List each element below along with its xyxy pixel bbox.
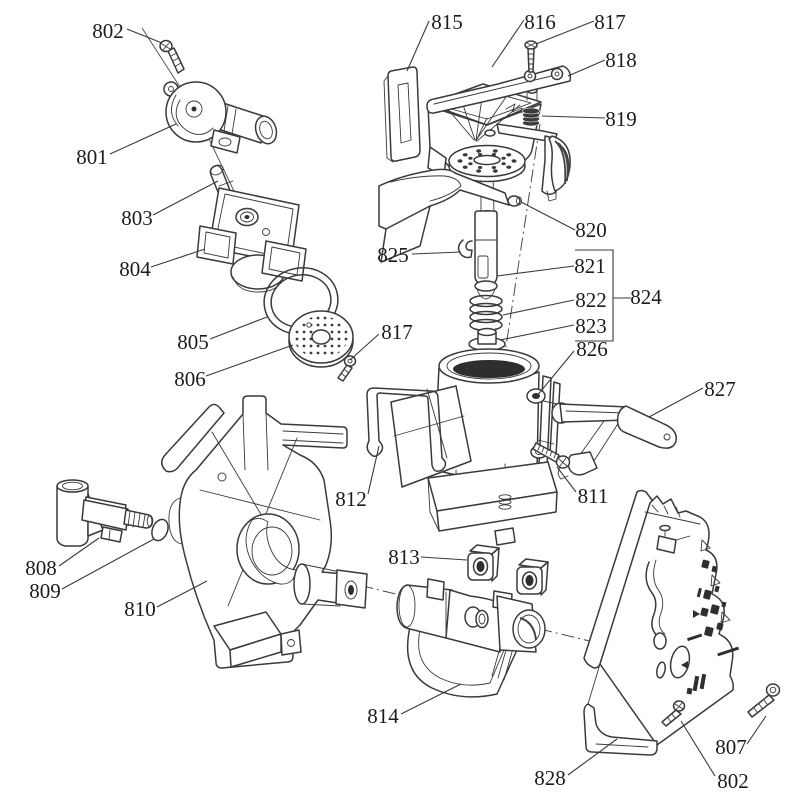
- leader-line-810: [156, 580, 208, 608]
- screw-811: [532, 442, 571, 469]
- part-label-823: 823: [575, 314, 607, 338]
- piston-821: [474, 210, 498, 300]
- wire-clip-812: [366, 387, 447, 472]
- part-label-820: 820: [575, 218, 607, 242]
- spring-819: [505, 103, 540, 127]
- leader-line-807: [746, 715, 767, 745]
- leader-line-821: [496, 265, 575, 277]
- leader-line-808: [58, 537, 100, 567]
- leader-line-801: [109, 123, 177, 155]
- filter-disc-806: [288, 310, 354, 368]
- shower-screen-holes: [457, 149, 517, 173]
- embossed-markings: [681, 559, 740, 695]
- shower-screen-disc: [448, 144, 526, 216]
- part-label-821: 821: [574, 254, 606, 278]
- leader-line-814: [400, 683, 462, 715]
- part-label-804: 804: [119, 257, 151, 281]
- part-label-806: 806: [174, 367, 206, 391]
- part-label-813: 813: [388, 545, 420, 569]
- valve-808: [56, 479, 154, 547]
- part-label-818: 818: [605, 48, 637, 72]
- part-label-807: 807: [715, 735, 747, 759]
- leader-line-825: [411, 251, 462, 255]
- brew-chamber-826: [390, 348, 561, 546]
- leader-line-802-top: [126, 28, 163, 44]
- bracket-824-main: [575, 249, 614, 342]
- leader-line-811: [556, 466, 577, 493]
- frame-plate-810: [161, 395, 368, 669]
- leader-line-816: [491, 19, 525, 68]
- frame-foot-828: [583, 703, 658, 756]
- part-label-815: 815: [431, 10, 463, 34]
- o-ring-809: [151, 518, 169, 542]
- lever-818: [426, 65, 572, 114]
- part-label-825: 825: [377, 243, 409, 267]
- leader-line-815: [406, 20, 430, 72]
- part-label-809: 809: [29, 579, 61, 603]
- leader-line-819: [541, 115, 606, 119]
- bushing-blocks-813: [467, 544, 549, 596]
- plug-823: [468, 327, 506, 352]
- release-lever-827: [551, 402, 677, 480]
- part-label-817-mid: 817: [381, 320, 413, 344]
- part-label-814: 814: [367, 704, 399, 728]
- screw-817-mid: [337, 355, 357, 382]
- leader-line-802-bottom: [680, 720, 716, 777]
- leader-line-820: [520, 201, 576, 231]
- leader-line-826: [535, 350, 575, 398]
- chute-825: [378, 168, 522, 263]
- part-label-816: 816: [524, 10, 556, 34]
- part-label-811: 811: [578, 484, 609, 508]
- leader-line-806: [205, 344, 294, 377]
- part-label-828: 828: [534, 766, 566, 790]
- spring-822: [469, 294, 503, 332]
- leader-line-827: [648, 387, 704, 418]
- bracket-assembly-804: [196, 187, 307, 293]
- leader-line-803: [152, 180, 219, 216]
- leader-line-805: [209, 316, 268, 340]
- part-label-803: 803: [121, 206, 153, 230]
- retainer-hook-825: [457, 239, 473, 259]
- leader-line-809: [61, 538, 155, 590]
- frame-plate-828: [583, 489, 740, 756]
- part-label-827: 827: [704, 377, 736, 401]
- screw-807: [747, 683, 781, 718]
- leader-line-822: [502, 299, 575, 316]
- leader-line-812: [367, 445, 380, 495]
- part-label-810: 810: [124, 597, 156, 621]
- part-label-824: 824: [630, 285, 662, 309]
- part-label-817-top: 817: [594, 10, 626, 34]
- part-label-808: 808: [25, 556, 57, 580]
- valve-801: [163, 81, 278, 154]
- leader-line-804: [150, 248, 206, 268]
- labels-layer: 802 801 803 804 805 806 817 815 816 817 818 819 820 8…: [25, 10, 767, 793]
- part-label-822: 822: [575, 288, 607, 312]
- bracket-815: [383, 66, 421, 163]
- leader-line-817-top: [535, 20, 595, 45]
- leader-line-823: [499, 324, 575, 341]
- part-label-819: 819: [605, 107, 637, 131]
- latch-support-bracket: [484, 123, 571, 202]
- part-label-812: 812: [335, 487, 367, 511]
- leader-line-817-mid: [349, 333, 380, 361]
- screw-817-top: [524, 40, 538, 73]
- part-label-805: 805: [177, 330, 209, 354]
- screw-802-top: [159, 39, 185, 74]
- leader-line-828: [567, 738, 618, 776]
- manifold-814: [396, 578, 546, 698]
- leader-line-818: [567, 59, 606, 77]
- screw-802-bottom: [661, 700, 686, 727]
- part-label-801: 801: [76, 145, 108, 169]
- part-label-802-top: 802: [92, 19, 124, 43]
- part-label-826: 826: [576, 337, 608, 361]
- leader-line-813: [420, 556, 468, 561]
- part-label-802-bottom: 802: [717, 769, 749, 793]
